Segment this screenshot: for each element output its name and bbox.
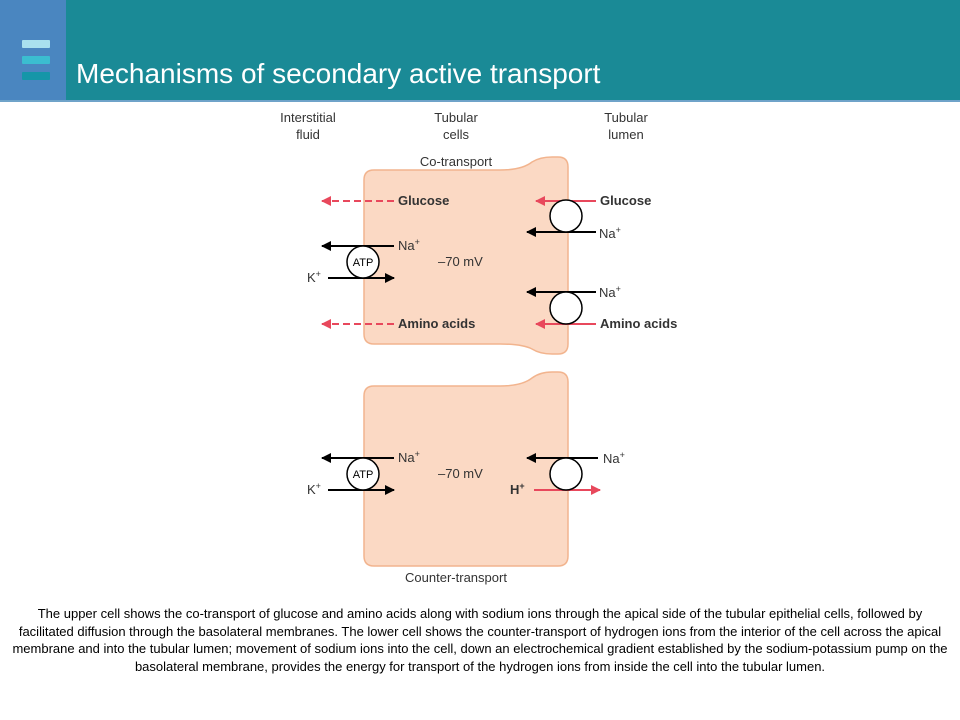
na-label-lumen-3: Na+ xyxy=(603,450,625,466)
col-lumen-line2: lumen xyxy=(608,127,643,142)
logo-bar-top xyxy=(22,40,50,48)
slide-caption: The upper cell shows the co-transport of… xyxy=(12,606,948,674)
col-interstitial-line1: Interstitial xyxy=(280,110,336,125)
na-label-pump-lower: Na+ xyxy=(398,449,420,465)
k-label-lower: K+ xyxy=(307,481,321,497)
k-label-upper: K+ xyxy=(307,269,321,285)
counter-transport-label: Counter-transport xyxy=(405,570,507,585)
atp-label-lower: ATP xyxy=(353,469,374,481)
na-label-lumen-2: Na+ xyxy=(599,284,621,300)
slide-title: Mechanisms of secondary active transport xyxy=(76,58,601,89)
col-lumen-line1: Tubular xyxy=(604,110,648,125)
atp-pump-lower xyxy=(346,457,380,491)
na-h-antiporter xyxy=(549,457,583,491)
amino-acids-label-cell: Amino acids xyxy=(398,316,475,331)
header-bar xyxy=(0,0,960,100)
amino-acids-label-lumen: Amino acids xyxy=(600,316,677,331)
glucose-label-lumen: Glucose xyxy=(600,193,651,208)
na-label-lumen-1: Na+ xyxy=(599,225,621,241)
logo-bar-bottom xyxy=(22,72,50,80)
header-accent xyxy=(0,0,66,100)
glucose-label-cell: Glucose xyxy=(398,193,449,208)
h-label: H+ xyxy=(510,481,525,497)
header-divider xyxy=(0,100,960,102)
col-cells-line1: Tubular xyxy=(434,110,478,125)
logo-bar-middle xyxy=(22,56,50,64)
na-label-pump-upper: Na+ xyxy=(398,237,420,253)
membrane-potential-lower: –70 mV xyxy=(438,466,483,481)
col-interstitial-line2: fluid xyxy=(296,127,320,142)
upper-cell xyxy=(363,156,569,355)
membrane-potential-upper: –70 mV xyxy=(438,254,483,269)
co-transport-label: Co-transport xyxy=(420,154,493,169)
glucose-symporter xyxy=(549,199,583,233)
col-cells-line2: cells xyxy=(443,127,470,142)
atp-label-upper: ATP xyxy=(353,257,374,269)
amino-acid-symporter xyxy=(549,291,583,325)
atp-pump-upper xyxy=(346,245,380,279)
